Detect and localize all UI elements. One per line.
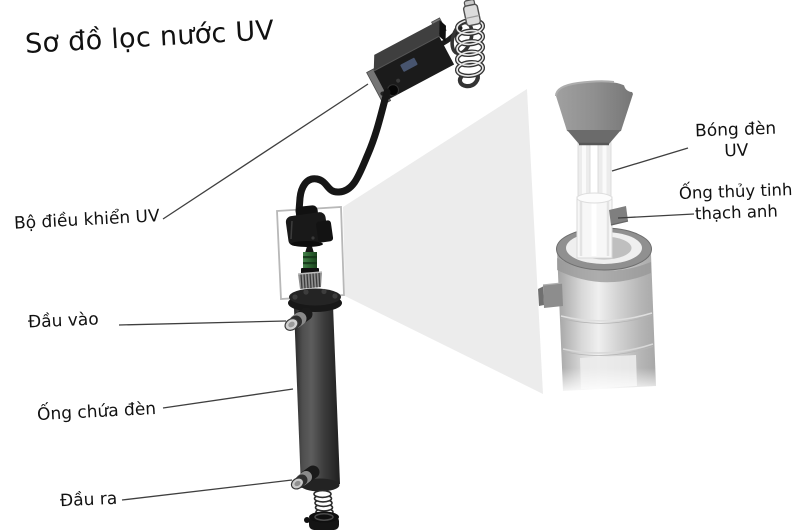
leader-outlet [121,479,293,501]
label-inlet: Đầu vào [27,309,100,333]
quartz-holder-clip [609,206,628,225]
label-quartz-line1: Ống thủy tinh [678,180,793,203]
leader-lamp-chamber [162,388,294,409]
controller-label-sticker [400,57,418,72]
gland-nut [297,271,323,289]
magnifier-cone [343,89,543,394]
label-uv-bulb: Bóng đèn UV [679,118,792,164]
chamber-top-flange [288,288,342,312]
power-plug [462,0,482,27]
power-cord-coil [438,0,486,89]
outlet-port [290,465,320,490]
inlet-port [284,307,313,331]
label-outlet: Đầu ra [59,488,118,512]
leader-controller [162,83,369,220]
lamp-cable [295,88,391,215]
label-uv-bulb-line2: UV [723,140,749,162]
detail-uv-bulb [577,140,612,202]
lamp-connector [285,205,334,247]
leader-quartz [617,213,695,219]
uv-chamber-cylinder [284,288,342,530]
detail-connector-cap [555,76,640,146]
leader-uv-bulb [611,147,689,172]
bottom-end-cap [304,511,339,530]
label-quartz-tube: Ống thủy tinh thạch anh [671,179,800,225]
detail-quartz-tube [576,192,629,259]
detail-view [538,76,658,392]
leader-inlet [118,320,287,326]
uv-lamp [297,246,323,289]
detail-side-port [538,282,563,308]
label-uv-bulb-line1: Bóng đèn [694,118,777,142]
uv-controller-box [366,17,455,105]
label-quartz-line2: thạch anh [694,201,779,224]
